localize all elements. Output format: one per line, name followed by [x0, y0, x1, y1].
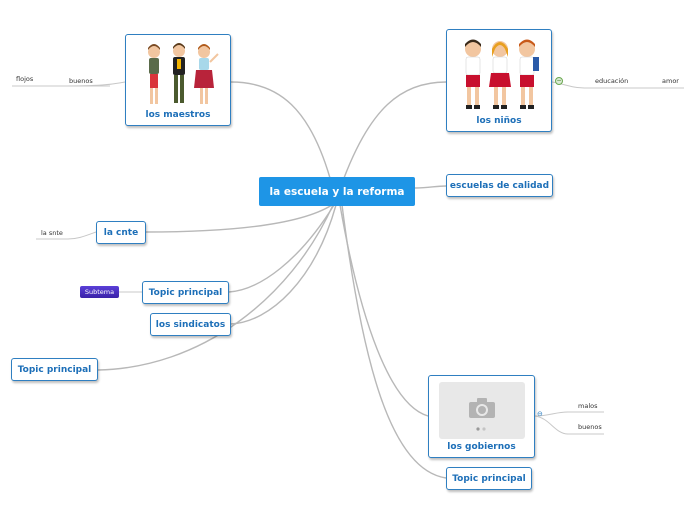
topic-cnte-label: la cnte — [103, 227, 139, 238]
topic-principal-2[interactable]: Topic principal — [11, 358, 98, 381]
subtema-label: Subtema — [84, 288, 115, 296]
connector-topic1 — [228, 204, 335, 293]
topic-escuelas-de-calidad[interactable]: escuelas de calidad — [446, 174, 553, 197]
topic-gobiernos-label: los gobiernos — [447, 442, 516, 452]
connector-buenos-gobiernos — [534, 415, 569, 435]
subtopic-amor[interactable]: amor — [662, 77, 679, 85]
topic-principal-3[interactable]: Topic principal — [446, 467, 532, 490]
connector-ninos — [343, 81, 447, 179]
connector-topic2 — [97, 204, 334, 371]
topic-la-cnte[interactable]: la cnte — [96, 221, 146, 244]
topic-principal-1[interactable]: Topic principal — [142, 281, 229, 304]
topic-sindicatos-label: los sindicatos — [155, 319, 226, 330]
connector-malos — [534, 411, 569, 417]
connector-escuelas — [413, 185, 447, 189]
topic-los-gobiernos[interactable]: los gobiernos — [428, 375, 535, 458]
central-topic[interactable]: la escuela y la reforma — [259, 177, 415, 206]
subtopic-buenos-gobiernos[interactable]: buenos — [578, 423, 602, 431]
topic-ninos[interactable]: los niños — [446, 29, 552, 132]
subtopic-educacion[interactable]: educación — [595, 77, 629, 85]
connector-maestros — [230, 81, 331, 179]
central-topic-label: la escuela y la reforma — [269, 185, 405, 198]
topic-principal-2-label: Topic principal — [17, 364, 92, 375]
children-illustration — [465, 39, 539, 109]
subtopic-malos[interactable]: malos — [578, 402, 598, 410]
topic-maestros[interactable]: los maestros — [125, 34, 231, 126]
image-placeholder — [439, 382, 525, 439]
topic-ninos-label: los niños — [476, 116, 522, 126]
topic-maestros-label: los maestros — [145, 110, 211, 120]
topic-escuelas-label: escuelas de calidad — [449, 180, 550, 191]
connector-la-snte — [67, 231, 97, 240]
topic-principal-3-label: Topic principal — [452, 473, 526, 484]
subtopic-la-snte[interactable]: la snte — [41, 229, 63, 237]
connector-cnte — [145, 204, 333, 233]
subtopic-subtema[interactable]: Subtema — [80, 286, 119, 298]
topic-principal-1-label: Topic principal — [148, 287, 223, 298]
topic-los-sindicatos[interactable]: los sindicatos — [150, 313, 231, 336]
collapse-gobiernos-icon[interactable]: ⊖ — [537, 410, 543, 418]
connector-gobiernos — [339, 204, 429, 417]
teachers-illustration — [148, 43, 219, 104]
subtopic-flojos[interactable]: flojos — [16, 75, 34, 83]
connector-sindicatos — [230, 204, 337, 325]
collapse-toggle-icon[interactable]: − — [555, 77, 563, 85]
pagination-dots-icon — [476, 427, 486, 431]
camera-icon — [469, 398, 495, 418]
subtopic-buenos-maestros[interactable]: buenos — [69, 77, 93, 85]
connector-topic3 — [341, 204, 447, 479]
